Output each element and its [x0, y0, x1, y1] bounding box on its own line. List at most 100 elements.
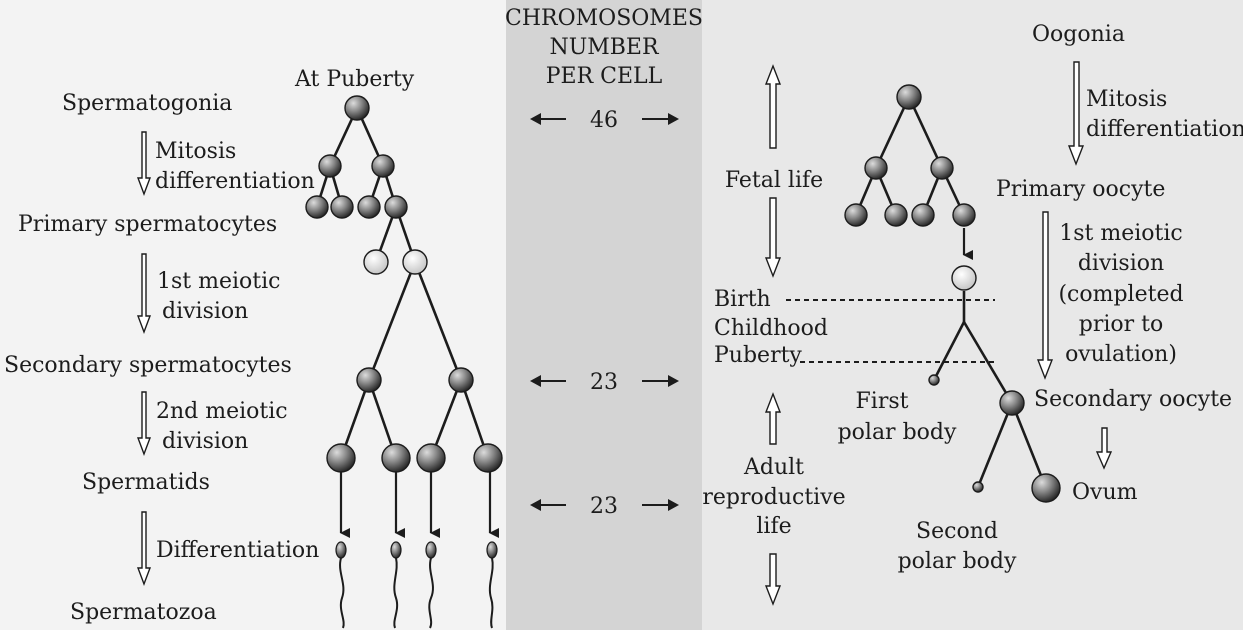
male-mitosis-label: Mitosis: [155, 139, 236, 164]
oogonium-cell: [911, 203, 935, 227]
oogonia-label: Oogonia: [1032, 22, 1125, 47]
second-polar-label-1: Second: [916, 519, 998, 544]
female-mitosis-label: Mitosis: [1086, 87, 1167, 112]
hollow-arrow-icon: [136, 253, 152, 334]
oogonium-daughter-cell: [864, 156, 888, 180]
ovum-label: Ovum: [1072, 480, 1138, 505]
oogonium-cell: [844, 203, 868, 227]
spermatid-cell: [381, 443, 411, 473]
male-step-arrows: [136, 131, 152, 586]
oogonium-cell: [952, 203, 976, 227]
chromosome-count-23-b: 23: [530, 494, 679, 519]
first-polar-body: [928, 374, 940, 386]
hollow-arrow-icon: [136, 391, 152, 456]
life-label: life: [756, 514, 791, 539]
diploid-count: 46: [590, 108, 618, 133]
male-division-2-label: division: [162, 429, 248, 454]
header-line-1: CHROMOSOMES: [505, 6, 703, 31]
prior-to-label: prior to: [1079, 312, 1163, 337]
chromosome-header: CHROMOSOMES NUMBER PER CELL: [505, 6, 703, 89]
sperm-icon: [486, 541, 498, 629]
male-division-1-label: division: [162, 299, 248, 324]
secondary-oocyte-label: Secondary oocyte: [1034, 387, 1232, 412]
hollow-down-arrow-icon: [764, 553, 782, 606]
hollow-up-arrow-icon: [764, 64, 782, 149]
male-panel: [0, 0, 506, 630]
spermatocyte-light-cell: [402, 249, 428, 275]
spermatogonium-daughter-cell: [318, 154, 342, 178]
hollow-arrow-icon: [1095, 427, 1113, 470]
hollow-arrow-icon: [136, 511, 152, 586]
male-differentiation-label: differentiation: [155, 169, 315, 194]
hollow-arrow-icon: [1067, 61, 1085, 166]
primary-spermatocytes-label: Primary spermatocytes: [18, 212, 277, 237]
timeline-labels: Fetal life Birth Childhood Puberty Adult…: [702, 168, 845, 539]
spermatogonium-cell: [330, 195, 354, 219]
puberty-label: Puberty: [714, 343, 802, 368]
male-second-meiotic-label: 2nd meiotic: [156, 399, 288, 424]
female-division-label: division: [1078, 251, 1164, 276]
male-cells: [305, 95, 503, 473]
ovulation-label: ovulation): [1065, 342, 1177, 367]
reproductive-label: reproductive: [702, 485, 845, 510]
female-step-arrows: [1036, 61, 1113, 470]
secondary-spermatocyte-cell: [448, 367, 474, 393]
spermatogonium-cell: [305, 195, 329, 219]
second-polar-body: [972, 481, 984, 493]
spermatogonium-cell: [344, 95, 370, 121]
primary-spermatocyte-cell: [384, 195, 408, 219]
female-labels: Oogonia Mitosis differentiation Primary …: [838, 22, 1243, 574]
timeline-dashed-lines: [786, 299, 995, 363]
haploid-count-1: 23: [590, 370, 618, 395]
final-differentiation-label: Differentiation: [156, 538, 319, 563]
hollow-up-arrow-icon: [764, 392, 782, 445]
timeline-arrows: [764, 64, 782, 606]
oogonium-cell: [896, 84, 922, 110]
header-line-2: NUMBER: [549, 35, 660, 60]
second-polar-label-2: polar body: [898, 549, 1017, 574]
spermatozoa-group: [335, 541, 498, 629]
first-polar-label-1: First: [856, 389, 909, 414]
adult-label: Adult: [743, 455, 804, 480]
spermatogonium-daughter-cell: [371, 154, 395, 178]
spermatogonia-label: Spermatogonia: [62, 91, 232, 116]
spermatid-cell: [326, 443, 356, 473]
secondary-spermatocyte-cell: [356, 367, 382, 393]
male-first-meiotic-label: 1st meiotic: [157, 269, 280, 294]
hollow-down-arrow-icon: [764, 197, 782, 278]
spermatocyte-light-cell: [363, 249, 389, 275]
completed-label: (completed: [1058, 282, 1183, 307]
female-cells: [844, 84, 1061, 503]
spermatid-cell: [473, 443, 503, 473]
male-labels: At Puberty Spermatogonia Mitosis differe…: [4, 67, 415, 625]
spermatids-label: Spermatids: [82, 470, 210, 495]
first-polar-label-2: polar body: [838, 420, 957, 445]
birth-label: Birth: [714, 287, 771, 312]
oogonium-cell: [884, 203, 908, 227]
female-first-meiotic-label: 1st meiotic: [1059, 221, 1182, 246]
sperm-icon: [425, 541, 437, 629]
female-panel: [702, 0, 1243, 630]
hollow-arrow-icon: [1036, 211, 1054, 380]
spermatozoa-label: Spermatozoa: [70, 600, 217, 625]
primary-oocyte-label: Primary oocyte: [996, 177, 1165, 202]
childhood-label: Childhood: [714, 316, 828, 341]
at-puberty-label: At Puberty: [294, 67, 415, 92]
haploid-count-2: 23: [590, 494, 618, 519]
chromosome-count-23-a: 23: [530, 370, 679, 395]
center-panel: [506, 0, 702, 630]
secondary-oocyte-cell: [999, 390, 1025, 416]
fetal-life-label: Fetal life: [725, 168, 823, 193]
spermatid-cell: [416, 443, 446, 473]
chromosome-count-46: 46: [530, 108, 679, 133]
sperm-icon: [390, 541, 402, 629]
spermatogonium-cell: [357, 195, 381, 219]
sperm-icon: [335, 541, 347, 629]
primary-oocyte-cell: [951, 265, 977, 291]
ovum-cell: [1031, 473, 1061, 503]
hollow-arrow-icon: [136, 131, 152, 196]
header-line-3: PER CELL: [546, 64, 663, 89]
secondary-spermatocytes-label: Secondary spermatocytes: [4, 353, 292, 378]
female-differentiation-label: differentiation: [1086, 117, 1243, 142]
